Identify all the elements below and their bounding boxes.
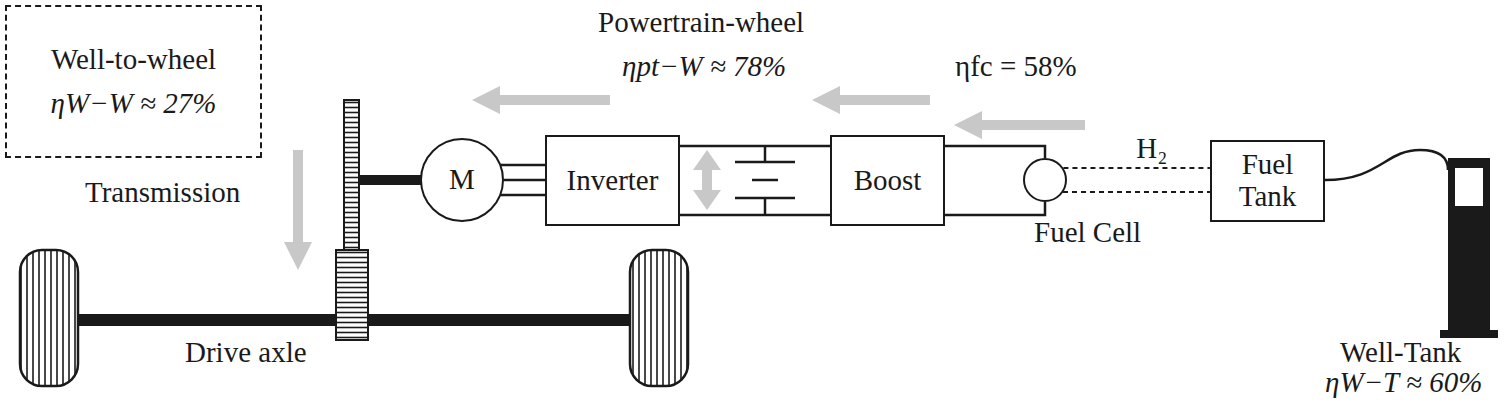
- battery-symbol: [752, 179, 778, 182]
- fuel-pump: [1448, 158, 1490, 333]
- dc-bus: [680, 214, 830, 217]
- part-label: ηfc = 58%: [955, 50, 1077, 83]
- dc-bus: [764, 198, 767, 215]
- phase-wires: [501, 165, 545, 195]
- fuel-pump: [1325, 150, 1448, 180]
- node-text: ηW−W ≈ 27%: [51, 87, 217, 120]
- transmission-gear: [344, 100, 359, 250]
- transmission-gear: [336, 250, 368, 340]
- wire: [680, 145, 830, 148]
- transmission-gear: [336, 100, 368, 340]
- node-text: Inverter: [567, 164, 659, 197]
- bidirectional-arrow: [693, 150, 721, 210]
- flow-arrows: [812, 86, 930, 114]
- fuel-cell-circle: Fuel Cell: [1023, 158, 1067, 202]
- connector-group: [1063, 168, 1210, 169]
- dc-bus: [945, 202, 1045, 215]
- flow-arrows: [284, 150, 312, 270]
- node-text: M: [449, 163, 475, 196]
- wheels: [20, 250, 78, 386]
- battery-symbol: [735, 197, 795, 200]
- bidirectional-arrow: [693, 150, 721, 210]
- hydrogen-line: [1063, 192, 1210, 193]
- node-text: Well-to-wheel: [51, 43, 216, 76]
- connector-group: [945, 146, 1045, 158]
- motor-shaft: [359, 175, 421, 185]
- flow-arrows: [284, 86, 1085, 270]
- wheels: [20, 250, 688, 386]
- motor-circle: M: [420, 138, 504, 222]
- node-text: Boost: [854, 164, 922, 197]
- summary-box: Well-to-wheel ηW−W ≈ 27%: [5, 5, 262, 158]
- efficiency-label: ηpt−W ≈ 78%: [622, 50, 786, 83]
- motor-shaft: [359, 175, 421, 185]
- phase-wires: [501, 194, 545, 197]
- flow-arrows: [954, 111, 1085, 139]
- fuel-tank-box: Fuel Tank: [1210, 140, 1325, 222]
- part-label: Drive axle: [185, 336, 307, 369]
- fuel-pump: [1325, 150, 1498, 338]
- connector-group: [504, 180, 545, 181]
- part-label: Powertrain-wheel: [598, 6, 804, 39]
- battery-symbol: [735, 162, 795, 198]
- battery-symbol: [735, 161, 795, 164]
- hydrogen-line: [1063, 191, 1210, 193]
- part-label: Transmission: [85, 176, 240, 209]
- connector-group: [680, 146, 830, 147]
- wheels: [630, 250, 688, 386]
- fuel-pump: [1455, 168, 1483, 206]
- converter-box: Boost: [830, 135, 945, 226]
- phase-wires: [501, 164, 545, 167]
- wire: [504, 179, 545, 182]
- wire: [945, 146, 1045, 158]
- efficiency-label: ηW−T ≈ 60%: [1325, 366, 1482, 399]
- part-label: Well-Tank: [1340, 336, 1461, 369]
- flow-arrows: [472, 86, 610, 114]
- hydrogen-line: [1063, 167, 1210, 169]
- edge-label: H₂: [1134, 132, 1169, 165]
- node-text: Fuel Cell: [1034, 216, 1141, 249]
- dc-bus: [764, 146, 767, 162]
- node-text: Fuel Tank: [1228, 149, 1308, 213]
- inverter-box: Inverter: [545, 135, 680, 226]
